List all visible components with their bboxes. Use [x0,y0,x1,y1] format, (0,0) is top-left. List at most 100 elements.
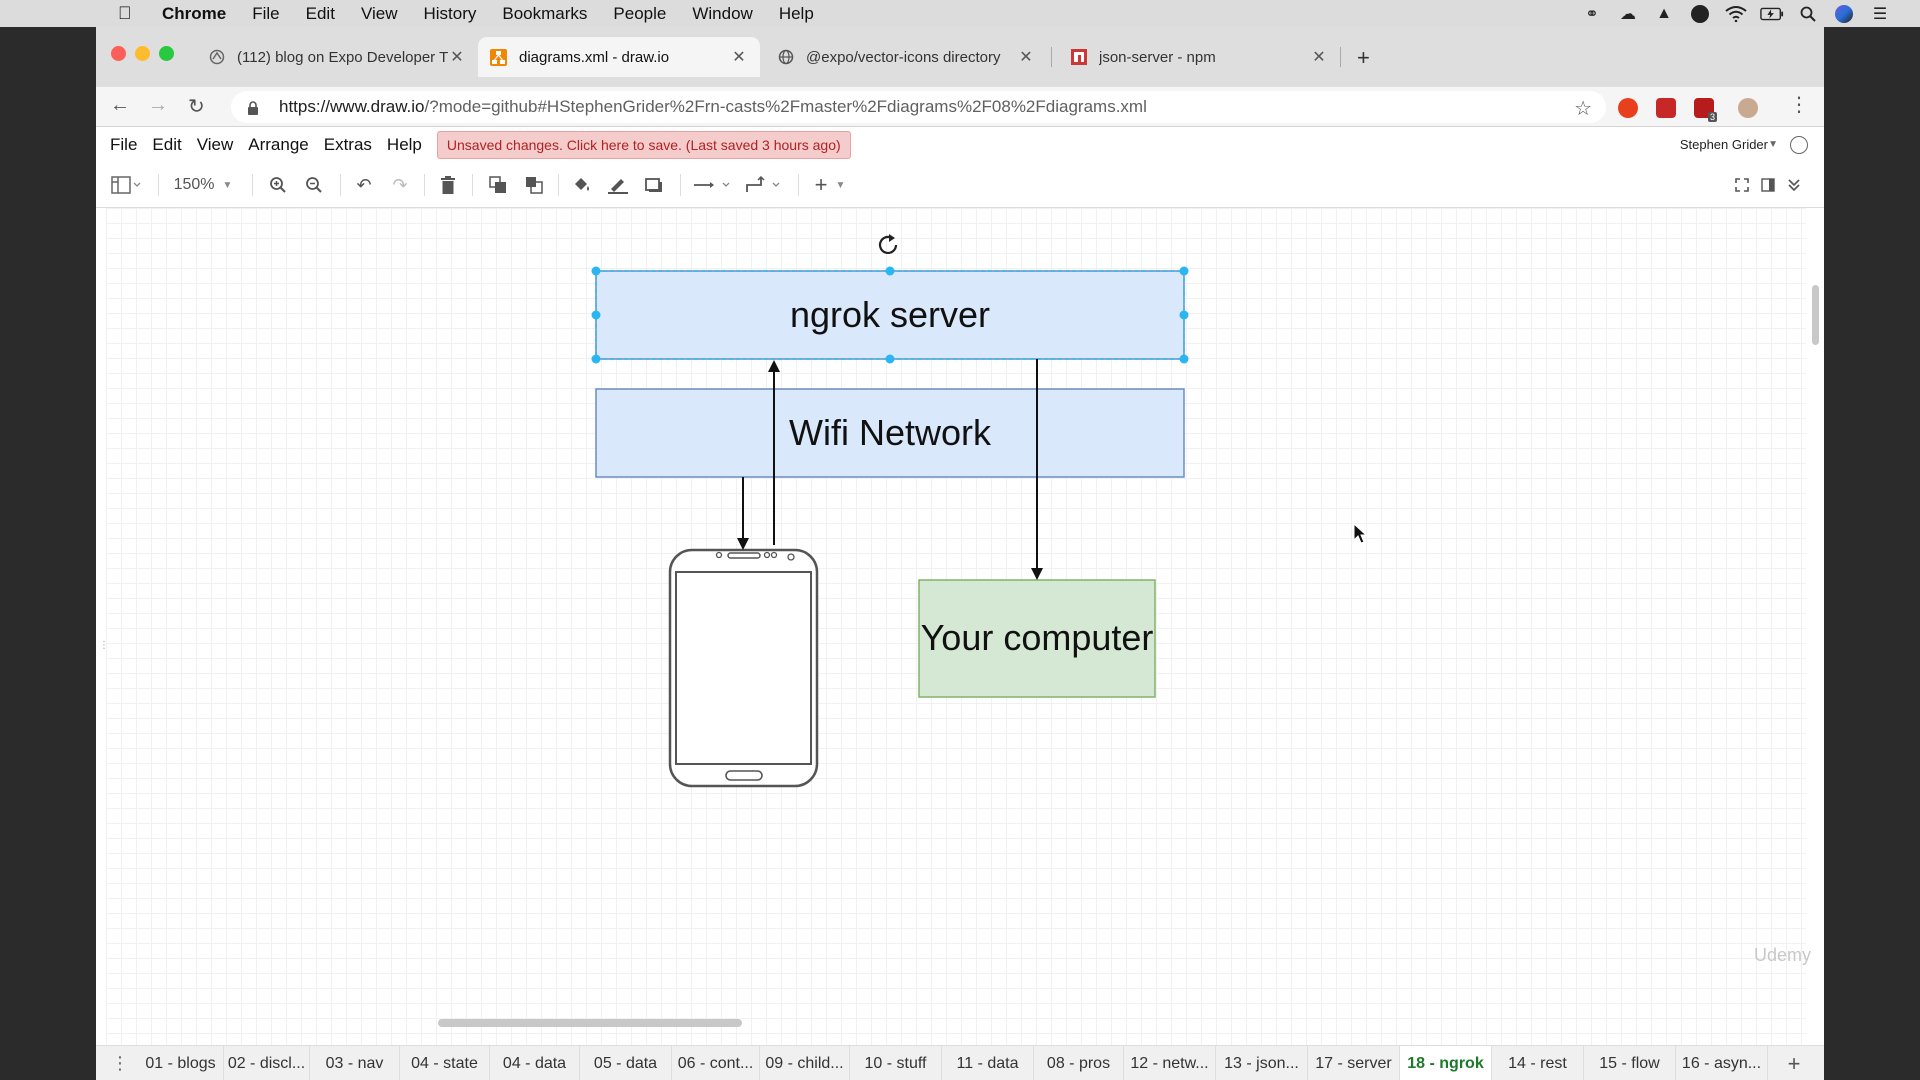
page-tab[interactable]: 01 - blogs [138,1046,224,1080]
status-app-icon[interactable] [1688,4,1712,24]
page-tab[interactable]: 09 - child... [760,1046,850,1080]
maximize-window-button[interactable] [159,46,174,61]
zoom-in-icon[interactable] [266,174,290,196]
user-name[interactable]: Stephen Grider [1679,137,1768,152]
page-tab[interactable]: 10 - stuff [850,1046,942,1080]
menu-window[interactable]: Window [692,3,753,23]
format-toggle-icon[interactable] [1758,174,1778,196]
your-computer-box[interactable] [918,579,1156,698]
rotate-handle-icon[interactable] [878,234,898,254]
close-window-button[interactable] [111,46,126,61]
url-field[interactable]: https://www.draw.io/?mode=github#HStephe… [231,91,1606,123]
collapse-icon[interactable] [1784,174,1804,196]
horizontal-scrollbar[interactable] [438,1019,742,1027]
drawio-menu-edit[interactable]: Edit [152,134,182,154]
redo-icon[interactable]: ↷ [392,174,408,195]
add-page-icon[interactable]: + [1787,1050,1801,1076]
extension-lastpass-icon[interactable] [1656,98,1676,118]
diagram-canvas[interactable]: ngrok server Wifi Network Your computer [106,208,1806,1045]
menu-people[interactable]: People [613,3,667,23]
url-text: https://www.draw.io/?mode=github#HStephe… [279,97,1147,117]
language-globe-icon[interactable] [1790,135,1808,154]
drawio-menu-extras[interactable]: Extras [323,134,372,154]
connection-style-icon[interactable] [692,174,734,196]
wifi-network-box[interactable] [595,388,1185,478]
menu-bookmarks[interactable]: Bookmarks [502,3,588,23]
menu-app-name[interactable]: Chrome [162,3,227,23]
profile-avatar[interactable] [1738,98,1758,118]
back-button[interactable]: ← [110,94,130,116]
page-tab-active[interactable]: 18 - ngrok [1400,1046,1492,1080]
apple-icon[interactable]:  [118,3,148,24]
menu-edit[interactable]: Edit [305,3,335,23]
wifi-icon[interactable] [1724,4,1748,24]
waypoints-icon[interactable] [744,174,786,196]
page-tab[interactable]: 03 - nav [310,1046,400,1080]
selection-handles[interactable] [591,266,1189,364]
drawio-menu-arrange[interactable]: Arrange [248,134,309,154]
vertical-scrollbar[interactable] [1812,285,1819,345]
page-tab[interactable]: 04 - data [490,1046,580,1080]
menu-view[interactable]: View [360,3,398,23]
reload-button[interactable]: ↻ [188,96,205,118]
menu-history[interactable]: History [423,3,477,23]
unsaved-changes-banner[interactable]: Unsaved changes. Click here to save. (La… [436,130,851,159]
sidebar-collapse-handle[interactable]: ⋮ [99,640,109,651]
minimize-window-button[interactable] [135,46,150,61]
page-tab[interactable]: 08 - pros [1034,1046,1124,1080]
page-tab[interactable]: 14 - rest [1492,1046,1584,1080]
page-tab[interactable]: 06 - cont... [672,1046,760,1080]
page-tab[interactable]: 04 - state [400,1046,490,1080]
to-front-icon[interactable] [486,174,510,196]
page-tab[interactable]: 02 - discl... [224,1046,310,1080]
page-tab[interactable]: 15 - flow [1584,1046,1676,1080]
new-tab-button[interactable]: + [1357,45,1370,70]
tab-expo-blog[interactable]: (112) blog on Expo Developer T ✕ [196,37,478,77]
page-tab[interactable]: 11 - data [942,1046,1034,1080]
pages-menu-icon[interactable]: ⋮ [111,1053,129,1073]
shadow-icon[interactable] [642,174,666,196]
menu-help[interactable]: Help [778,3,814,23]
tab-vector-icons[interactable]: @expo/vector-icons directory ✕ [765,37,1047,77]
siri-icon[interactable] [1832,4,1856,24]
format-panel-icon[interactable] [106,174,146,196]
glasses-icon[interactable]: ⚭ [1585,5,1599,23]
tab-drawio[interactable]: diagrams.xml - draw.io ✕ [478,37,760,77]
tab-json-server[interactable]: json-server - npm ✕ [1058,37,1340,77]
chrome-menu-icon[interactable]: ⋮ [1789,94,1809,116]
close-tab-icon[interactable]: ✕ [1312,49,1326,66]
delete-icon[interactable] [436,174,460,196]
zoom-out-icon[interactable] [302,174,326,196]
fullscreen-icon[interactable] [1732,174,1752,196]
spotlight-search-icon[interactable] [1796,4,1820,24]
notification-center-icon[interactable]: ☰ [1872,5,1888,23]
extension-ublock-icon[interactable]: 3 [1694,98,1717,122]
mobile-phone-icon[interactable] [668,548,819,788]
page-tab[interactable]: 12 - netw... [1124,1046,1216,1080]
page-tab[interactable]: 16 - asyn... [1676,1046,1768,1080]
close-tab-icon[interactable]: ✕ [732,49,746,66]
undo-icon[interactable]: ↶ [356,174,372,195]
drive-icon[interactable]: ▲ [1656,4,1672,22]
to-back-icon[interactable] [522,174,546,196]
cloud-icon[interactable]: ☁ [1620,5,1636,23]
battery-icon[interactable] [1760,4,1784,24]
page-tab[interactable]: 17 - server [1308,1046,1400,1080]
extension-shield-icon[interactable] [1618,98,1638,118]
zoom-level-dropdown[interactable]: 150%▼ [168,174,238,196]
drawio-menu-file[interactable]: File [110,134,138,154]
close-tab-icon[interactable]: ✕ [1019,49,1033,66]
menu-file[interactable]: File [252,3,280,23]
line-color-icon[interactable] [606,174,630,196]
bookmark-star-icon[interactable]: ☆ [1574,98,1592,120]
chevron-down-icon[interactable]: ▼ [1768,139,1778,150]
fill-color-icon[interactable] [570,174,594,196]
lock-icon[interactable] [247,100,259,115]
close-tab-icon[interactable]: ✕ [450,49,464,66]
drawio-menu-view[interactable]: View [196,134,234,154]
page-tab[interactable]: 13 - json... [1216,1046,1308,1080]
insert-plus-icon[interactable]: +▼ [814,172,846,197]
forward-button[interactable]: → [148,94,168,116]
page-tab[interactable]: 05 - data [580,1046,672,1080]
drawio-menu-help[interactable]: Help [386,134,422,154]
